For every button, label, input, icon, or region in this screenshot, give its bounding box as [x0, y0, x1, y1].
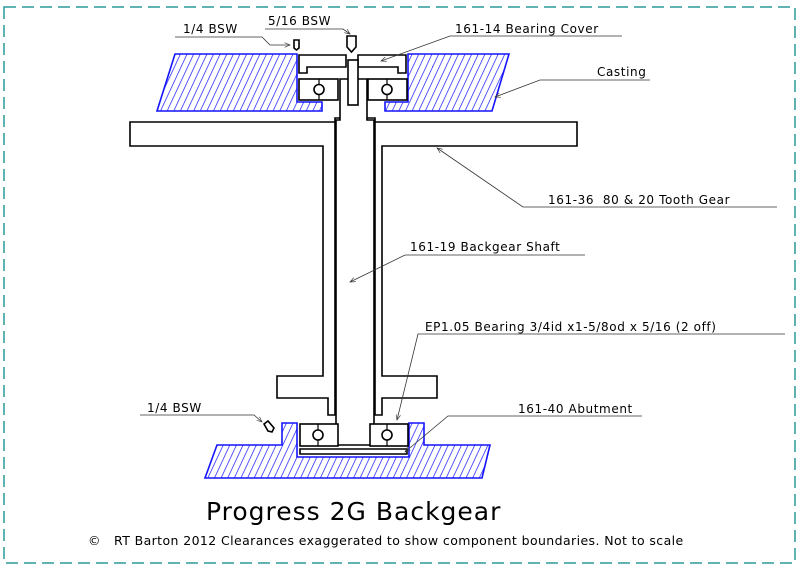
bearing-cover-right [357, 54, 407, 74]
label-top-screw-large: 5/16 BSW [268, 14, 331, 28]
label-gear: 161-36 80 & 20 Tooth Gear [548, 193, 730, 207]
label-bearing: EP1.05 Bearing 3/4id x1-5/8od x 5/16 (2 … [425, 320, 717, 334]
leader-bearing-cover [381, 35, 622, 61]
label-bearing-cover: 161-14 Bearing Cover [455, 22, 599, 36]
bearing-cover-left [298, 54, 347, 74]
casting-bottom [203, 422, 492, 479]
leader-top-screw-small [175, 36, 290, 45]
backgear-shaft [335, 78, 375, 446]
screw-five-sixteenth-bsw [346, 35, 357, 54]
bearing-bottom-left [299, 423, 339, 447]
bearing-top-left [298, 78, 339, 101]
label-abutment: 161-40 Abutment [518, 402, 633, 416]
gear [129, 117, 578, 416]
leader-bearing [397, 333, 785, 420]
leader-gear [437, 148, 777, 208]
shaft-center-pin [347, 59, 359, 106]
copyright-note: © RT Barton 2012 Clearances exaggerated … [88, 533, 684, 548]
bearing-bottom-right [369, 423, 409, 447]
screw-quarter-bsw-bottom [262, 419, 275, 433]
label-top-screw-small: 1/4 BSW [183, 22, 238, 36]
screw-quarter-bsw-top [293, 39, 300, 52]
label-shaft: 161-19 Backgear Shaft [410, 240, 560, 254]
abutment [299, 448, 408, 455]
drawing-title: Progress 2G Backgear [206, 497, 501, 526]
leader-abutment [405, 415, 642, 452]
leader-shaft [350, 254, 585, 283]
bearing-top-right [367, 78, 408, 101]
label-bottom-screw: 1/4 BSW [147, 401, 202, 415]
leader-bottom-screw [140, 414, 262, 422]
drawing-border [3, 6, 796, 564]
casting-top-right [384, 53, 511, 112]
label-casting: Casting [597, 65, 646, 79]
leader-top-screw-large [265, 28, 350, 34]
leader-casting [495, 79, 650, 97]
casting-top-left [155, 53, 323, 112]
